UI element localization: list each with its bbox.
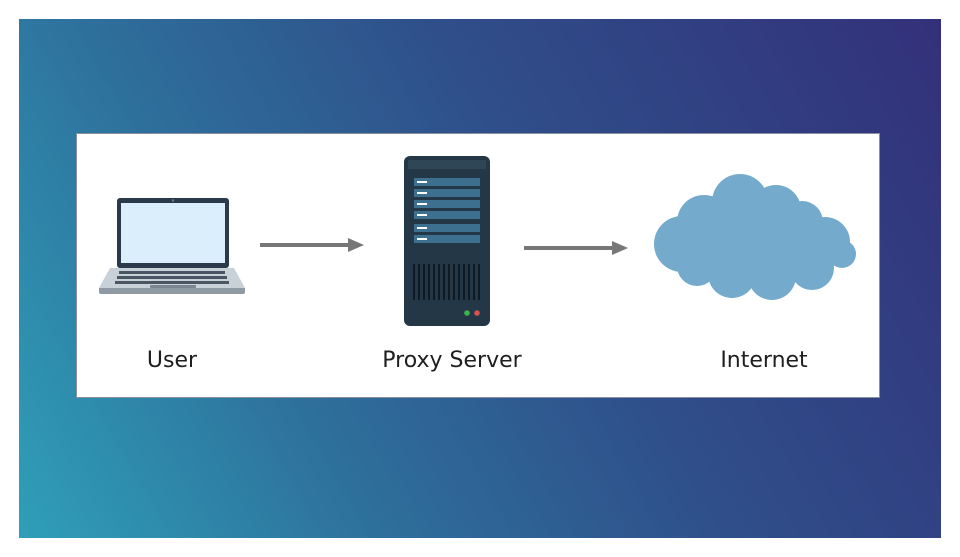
label-proxy-server: Proxy Server	[382, 348, 522, 373]
label-internet: Internet	[720, 348, 808, 373]
server-icon	[404, 156, 490, 326]
arrow-user-to-proxy	[260, 238, 364, 252]
label-user: User	[146, 348, 198, 373]
cloud-icon	[654, 174, 856, 300]
diagram-panel: User Proxy Server Internet	[76, 133, 880, 398]
node-proxy	[404, 156, 490, 326]
node-internet	[652, 172, 858, 302]
laptop-icon	[99, 198, 245, 294]
node-user	[98, 197, 246, 295]
arrow-proxy-to-internet	[524, 241, 628, 255]
